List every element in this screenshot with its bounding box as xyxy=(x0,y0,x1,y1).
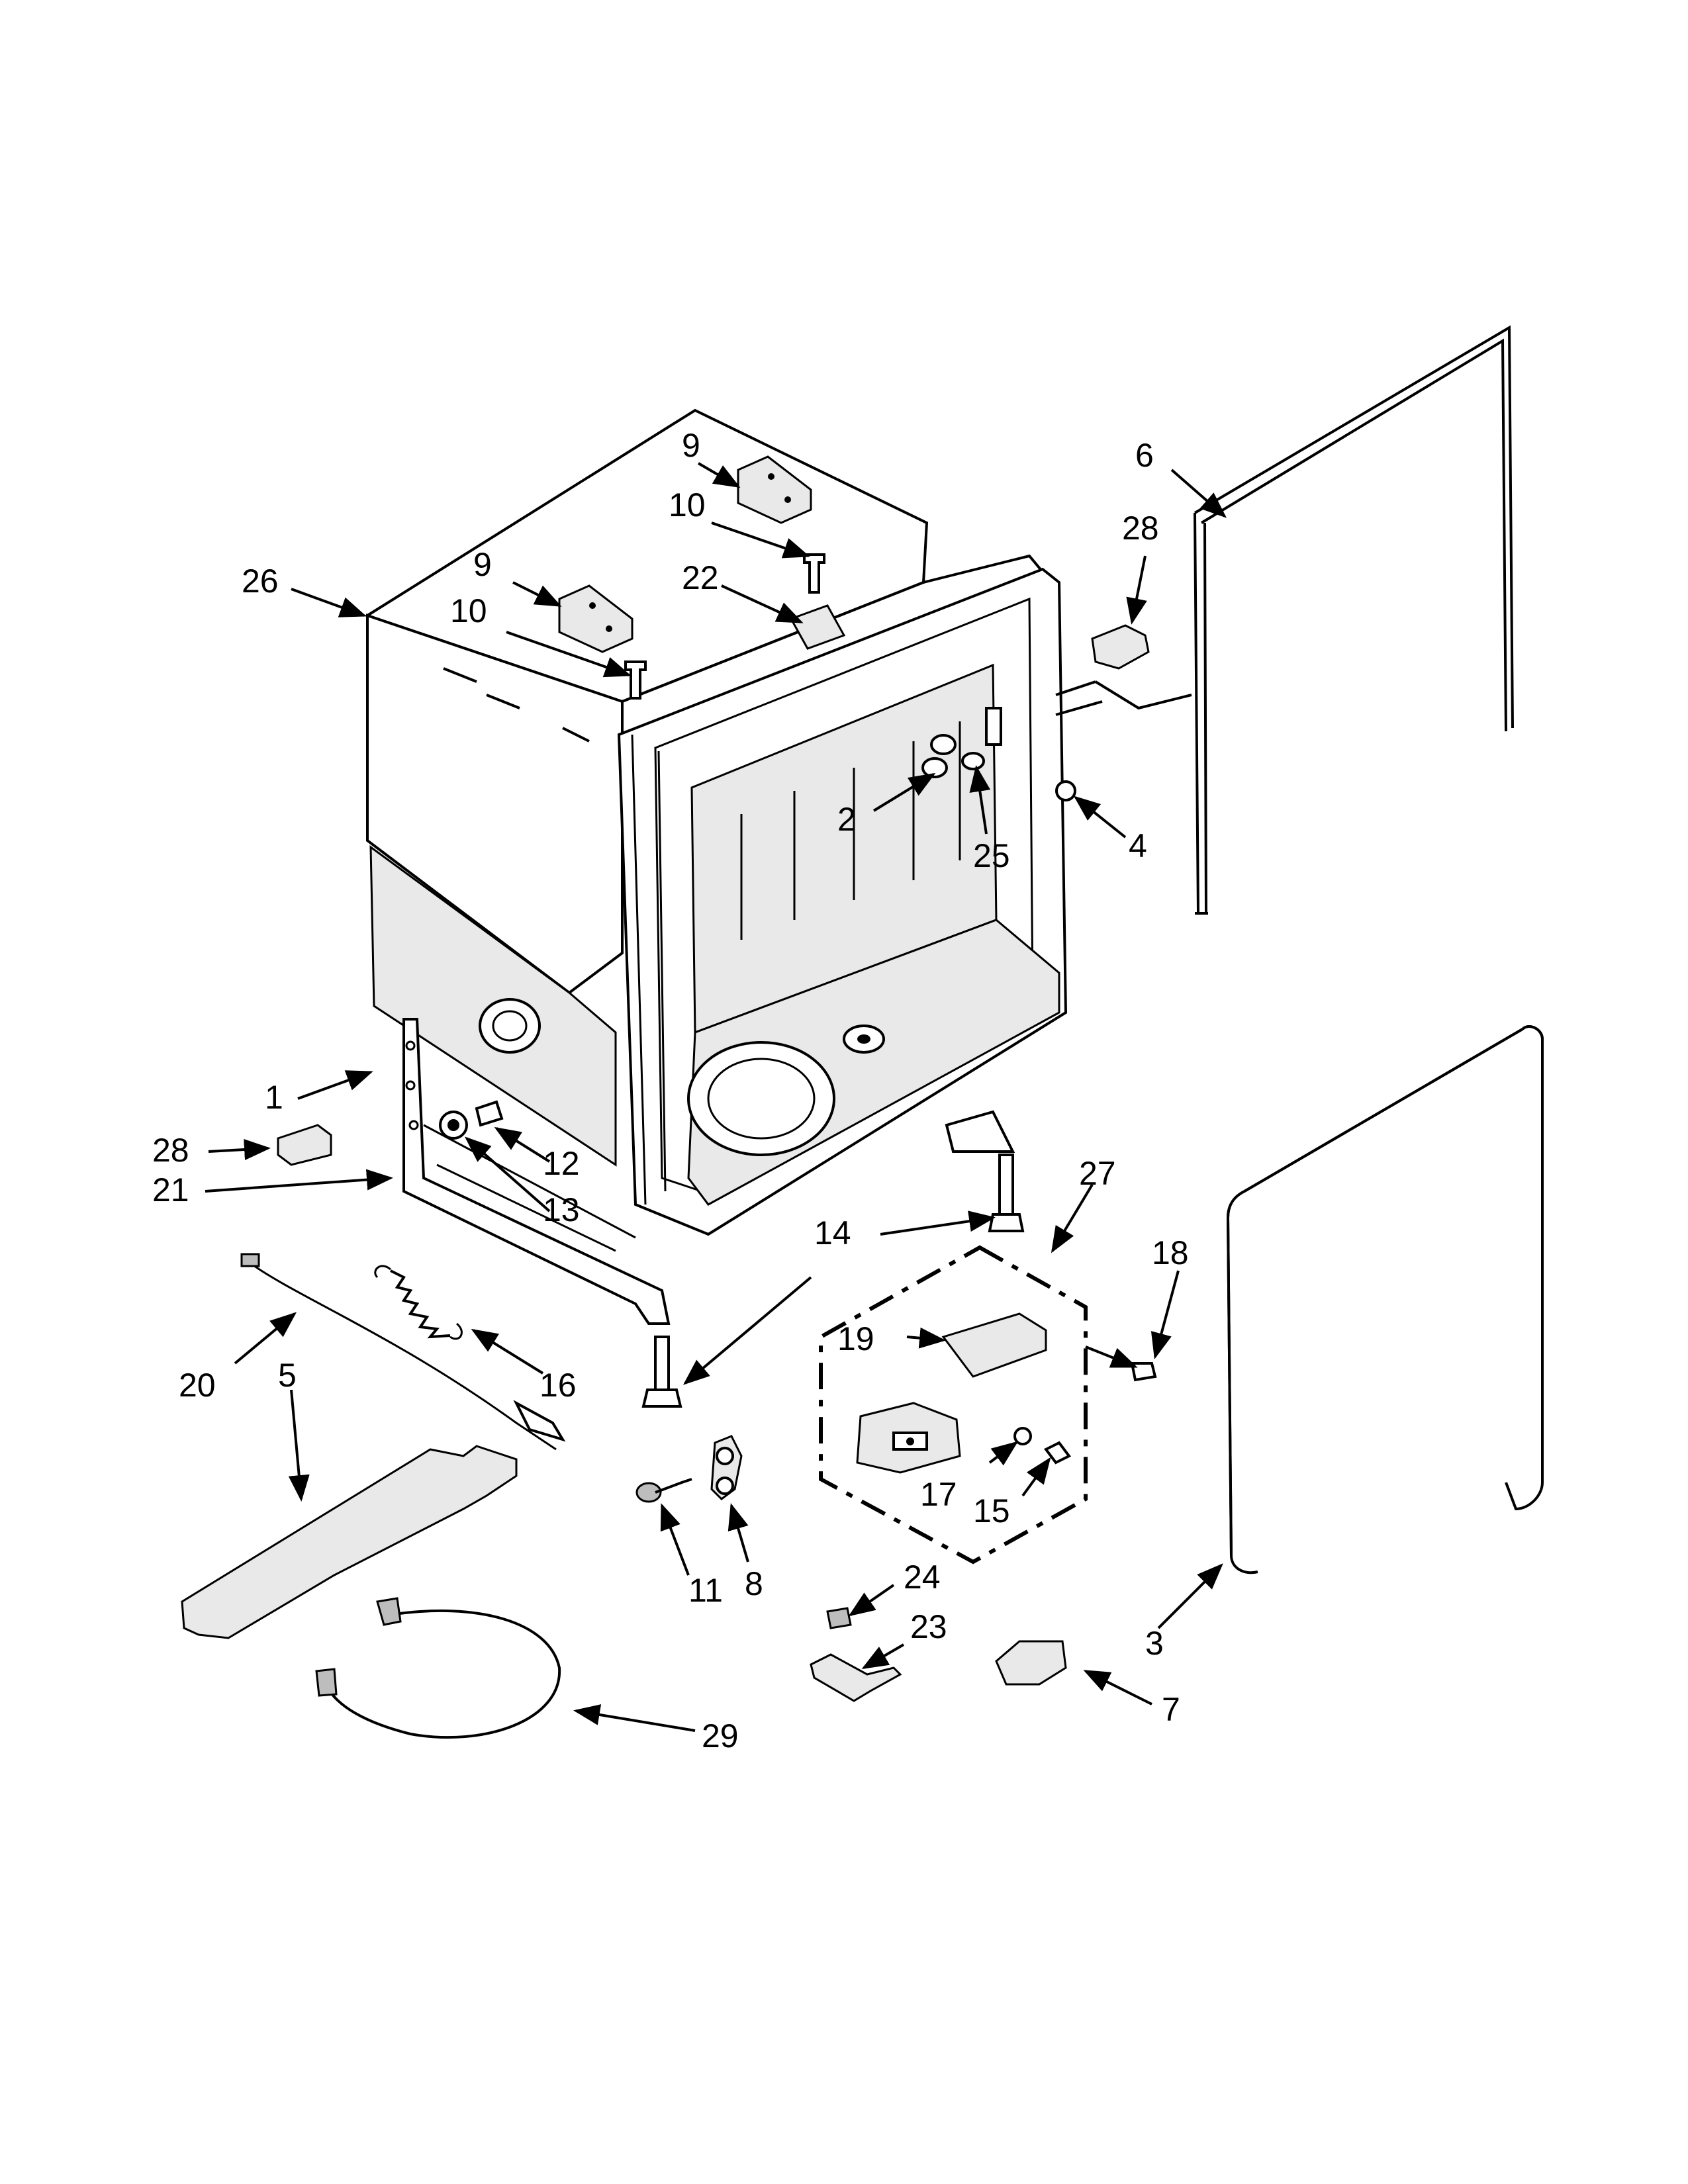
callout-29: 29 xyxy=(702,1717,739,1754)
callout-6: 6 xyxy=(1135,437,1154,474)
callout-15: 15 xyxy=(973,1492,1010,1529)
callout-14: 14 xyxy=(814,1214,851,1251)
leader-lines xyxy=(205,462,1227,1732)
connector xyxy=(995,1640,1067,1686)
door-gasket-upper xyxy=(1055,325,1514,915)
callout-8: 8 xyxy=(745,1565,763,1602)
callout-24: 24 xyxy=(904,1559,941,1596)
clips-23-24 xyxy=(810,1607,902,1702)
screw-and-grommet xyxy=(635,1435,743,1503)
wire-harness-20 xyxy=(240,1253,566,1451)
callout-20: 20 xyxy=(179,1367,216,1404)
callout-22: 22 xyxy=(682,559,719,596)
callout-12: 12 xyxy=(543,1145,580,1182)
door-gasket-lower xyxy=(1226,1025,1544,1574)
callout-25: 25 xyxy=(973,837,1010,874)
callout-1: 1 xyxy=(265,1079,283,1116)
top-mounting-brackets xyxy=(558,455,846,700)
bumper-right xyxy=(1091,624,1150,670)
bumper-left xyxy=(277,1124,332,1166)
callout-9b: 9 xyxy=(473,546,492,583)
tub-assembly xyxy=(364,408,1068,1325)
callout-16: 16 xyxy=(539,1367,577,1404)
callout-21: 21 xyxy=(152,1171,189,1208)
callout-10b: 10 xyxy=(450,592,487,629)
callout-5: 5 xyxy=(278,1357,297,1394)
base-shield xyxy=(181,1445,518,1639)
callout-3: 3 xyxy=(1145,1625,1164,1662)
control-bracket-kit xyxy=(819,1245,1157,1565)
plug xyxy=(1055,780,1076,801)
callout-2: 2 xyxy=(837,801,856,838)
callout-17: 17 xyxy=(920,1476,957,1513)
callout-19: 19 xyxy=(837,1320,874,1357)
door-spring xyxy=(374,1265,463,1340)
callout-23: 23 xyxy=(910,1608,947,1645)
callout-4: 4 xyxy=(1129,827,1147,864)
callout-13: 13 xyxy=(543,1191,580,1228)
leveling-legs xyxy=(641,1154,1025,1408)
callout-27: 27 xyxy=(1079,1155,1116,1192)
callout-labels: 1 2 3 4 5 6 7 8 9 9 10 10 11 12 13 14 15… xyxy=(152,427,1189,1754)
callout-28a: 28 xyxy=(1122,510,1159,547)
hose-29 xyxy=(315,1597,561,1739)
callout-10a: 10 xyxy=(669,486,706,523)
callout-9a: 9 xyxy=(682,427,700,464)
callout-7: 7 xyxy=(1162,1691,1180,1728)
callout-28b: 28 xyxy=(152,1132,189,1169)
callout-26: 26 xyxy=(242,563,279,600)
callout-18: 18 xyxy=(1152,1234,1189,1271)
callout-11: 11 xyxy=(688,1572,723,1609)
